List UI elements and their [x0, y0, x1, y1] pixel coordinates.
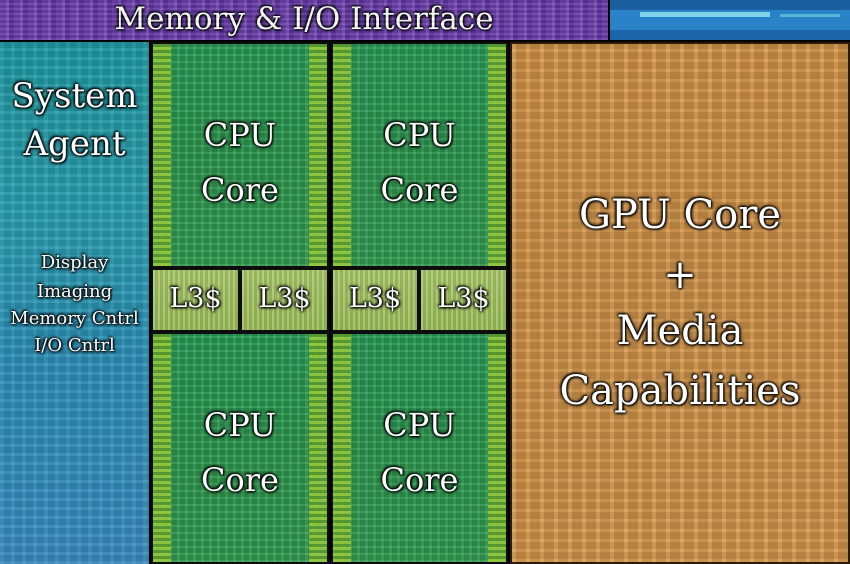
cpu-core-bottom-left: CPU Core: [151, 332, 329, 564]
cpu-core-label-line: CPU: [203, 116, 277, 154]
l3-cache-label: L3$: [348, 283, 402, 314]
memory-io-interface-label: Memory & I/O Interface: [114, 1, 494, 37]
cpu-core-top-right: CPU Core: [331, 42, 508, 268]
cpu-core-label-line: CPU: [383, 116, 456, 154]
gpu-label-line: Media: [616, 308, 744, 354]
corner-die-region: [610, 0, 850, 40]
l3-cache-label: L3$: [437, 283, 490, 314]
memory-io-interface-region: Memory & I/O Interface: [0, 0, 608, 40]
corner-bar: [640, 12, 770, 17]
l3-cache-1: L3$: [151, 268, 240, 332]
cpu-core-label: CPU Core: [153, 398, 327, 508]
system-agent-item-memory-cntrl: Memory Cntrl: [10, 308, 139, 329]
cpu-core-label-line: Core: [201, 171, 279, 209]
system-agent-title: System Agent: [0, 72, 149, 168]
l3-cache-label: L3$: [258, 283, 311, 314]
cpu-core-label-line: CPU: [203, 406, 277, 444]
l3-cache-3: L3$: [331, 268, 419, 332]
system-agent-item-imaging: Imaging: [36, 281, 113, 302]
gpu-label-line: +: [663, 252, 697, 298]
gpu-core-region: GPU Core + Media Capabilities: [510, 42, 850, 564]
corner-bar: [780, 14, 840, 17]
system-agent-item-display: Display: [40, 252, 109, 273]
cpu-core-label-line: Core: [201, 461, 279, 499]
system-agent-region: System Agent Display Imaging Memory Cntr…: [0, 42, 149, 564]
cpu-core-label: CPU Core: [333, 398, 506, 508]
cpu-core-label-line: Core: [380, 171, 459, 209]
system-agent-title-line: System: [11, 76, 138, 116]
system-agent-title-line: Agent: [23, 124, 126, 164]
l3-cache-4: L3$: [419, 268, 508, 332]
cpu-core-bottom-right: CPU Core: [331, 332, 508, 564]
cpu-core-label-line: CPU: [383, 406, 456, 444]
gpu-label-line: GPU Core: [578, 192, 782, 238]
gpu-label-line: Capabilities: [559, 368, 801, 414]
cpu-core-label: CPU Core: [333, 108, 506, 218]
l3-cache-label: L3$: [169, 283, 222, 314]
system-agent-item-io-cntrl: I/O Cntrl: [34, 335, 115, 356]
l3-cache-2: L3$: [240, 268, 329, 332]
cpu-core-label-line: Core: [380, 461, 459, 499]
cpu-core-label: CPU Core: [153, 108, 327, 218]
cpu-core-top-left: CPU Core: [151, 42, 329, 268]
